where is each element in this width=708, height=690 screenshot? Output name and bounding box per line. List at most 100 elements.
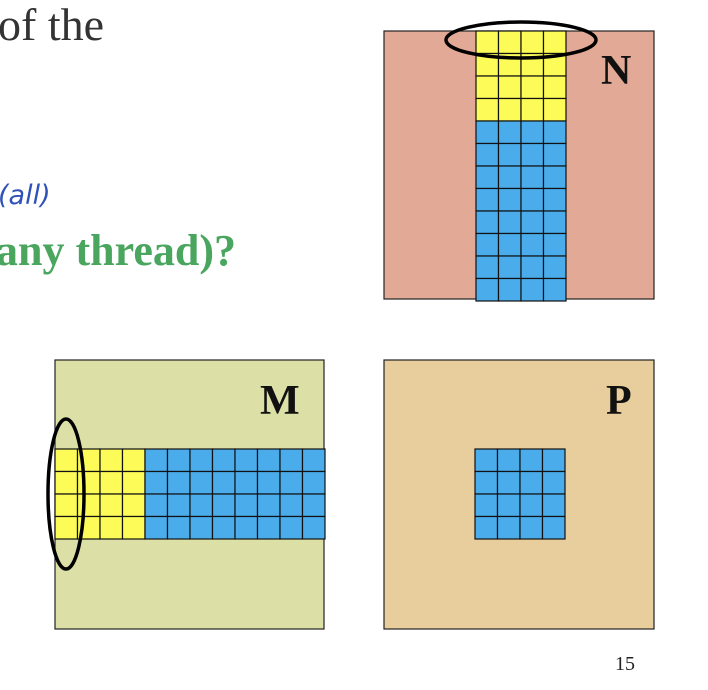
n-pending-tile xyxy=(475,165,500,190)
p-output-tile xyxy=(496,470,521,495)
n-pending-tile xyxy=(542,165,567,190)
m-loaded-tile xyxy=(99,448,124,473)
n-pending-tile xyxy=(542,210,567,235)
n-pending-tile xyxy=(497,187,522,212)
m-loaded-tile xyxy=(121,448,146,473)
n-pending-tile xyxy=(542,142,567,167)
p-output-tile xyxy=(541,470,566,495)
m-pending-tile xyxy=(166,470,191,495)
p-output-tile xyxy=(519,493,544,518)
n-loaded-tile xyxy=(475,97,500,122)
m-pending-tile xyxy=(234,470,259,495)
p-output-tile xyxy=(474,515,499,540)
m-pending-tile xyxy=(166,493,191,518)
m-pending-tile xyxy=(301,470,326,495)
m-pending-tile xyxy=(144,470,169,495)
n-pending-tile xyxy=(520,255,545,280)
n-loaded-tile xyxy=(475,75,500,100)
m-loaded-tile xyxy=(99,493,124,518)
m-pending-tile xyxy=(166,515,191,540)
n-pending-tile xyxy=(475,142,500,167)
n-loaded-tile xyxy=(497,30,522,55)
n-pending-tile xyxy=(497,255,522,280)
n-pending-tile xyxy=(542,255,567,280)
matrix-m-label: M xyxy=(260,378,300,424)
m-loaded-tile xyxy=(76,493,101,518)
m-loaded-tile xyxy=(54,493,79,518)
m-pending-tile xyxy=(279,493,304,518)
n-loaded-tile xyxy=(475,30,500,55)
handwritten-annotation: (all) xyxy=(0,180,51,211)
m-loaded-tile xyxy=(99,470,124,495)
m-loaded-tile xyxy=(54,515,79,540)
n-loaded-tile xyxy=(497,75,522,100)
m-pending-tile xyxy=(144,493,169,518)
n-pending-tile xyxy=(520,210,545,235)
m-pending-tile xyxy=(256,493,281,518)
question-text-fragment: any thread)? xyxy=(0,226,236,275)
m-loaded-tile xyxy=(99,515,124,540)
p-output-tile xyxy=(519,515,544,540)
m-pending-tile xyxy=(189,448,214,473)
matrix-n-highlight-ellipse xyxy=(444,20,598,60)
m-loaded-tile xyxy=(76,470,101,495)
m-loaded-tile xyxy=(121,515,146,540)
m-pending-tile xyxy=(301,493,326,518)
matrix-m-row-strip xyxy=(54,448,326,540)
p-output-tile xyxy=(474,470,499,495)
n-pending-tile xyxy=(475,255,500,280)
p-output-tile xyxy=(541,448,566,473)
n-loaded-tile xyxy=(542,30,567,55)
p-output-tile xyxy=(474,493,499,518)
n-pending-tile xyxy=(475,120,500,145)
m-pending-tile xyxy=(211,515,236,540)
n-loaded-tile xyxy=(542,75,567,100)
n-pending-tile xyxy=(497,210,522,235)
m-pending-tile xyxy=(211,493,236,518)
n-pending-tile xyxy=(497,142,522,167)
m-pending-tile xyxy=(211,470,236,495)
m-loaded-tile xyxy=(121,470,146,495)
n-pending-tile xyxy=(520,187,545,212)
matrix-n: N xyxy=(383,20,655,302)
m-pending-tile xyxy=(279,515,304,540)
m-pending-tile xyxy=(256,515,281,540)
m-pending-tile xyxy=(144,448,169,473)
n-pending-tile xyxy=(520,165,545,190)
m-pending-tile xyxy=(279,448,304,473)
n-pending-tile xyxy=(497,165,522,190)
m-pending-tile xyxy=(301,448,326,473)
n-pending-tile xyxy=(520,277,545,302)
m-pending-tile xyxy=(256,470,281,495)
n-pending-tile xyxy=(520,120,545,145)
matrix-m-highlight-ellipse xyxy=(46,417,86,571)
p-output-tile xyxy=(519,470,544,495)
p-output-tile xyxy=(496,448,521,473)
n-loaded-tile xyxy=(542,97,567,122)
p-output-tile xyxy=(541,515,566,540)
n-loaded-tile xyxy=(520,75,545,100)
matrix-m: M xyxy=(46,359,326,630)
n-loaded-tile xyxy=(497,97,522,122)
n-pending-tile xyxy=(497,120,522,145)
m-pending-tile xyxy=(189,493,214,518)
m-loaded-tile xyxy=(121,493,146,518)
n-pending-tile xyxy=(542,187,567,212)
matrix-p-label: P xyxy=(606,378,632,424)
m-pending-tile xyxy=(166,448,191,473)
n-pending-tile xyxy=(497,277,522,302)
page-number: 15 xyxy=(615,653,635,675)
m-pending-tile xyxy=(189,470,214,495)
slide-title-fragment: of the xyxy=(0,0,105,50)
p-output-tile xyxy=(496,493,521,518)
n-pending-tile xyxy=(542,120,567,145)
n-pending-tile xyxy=(497,232,522,257)
n-pending-tile xyxy=(520,142,545,167)
matrix-n-column-strip xyxy=(475,30,567,302)
m-pending-tile xyxy=(279,470,304,495)
m-pending-tile xyxy=(189,515,214,540)
matrix-p-output-block xyxy=(474,448,566,540)
p-output-tile xyxy=(541,493,566,518)
m-pending-tile xyxy=(234,515,259,540)
